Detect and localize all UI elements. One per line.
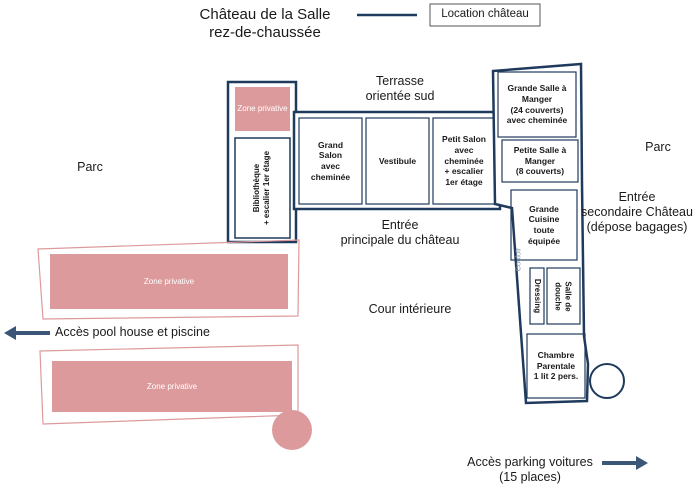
- petit-salon-line5: 1er étage: [445, 176, 483, 187]
- grand-salon-line3: avec: [321, 161, 340, 171]
- parking-arrow-head: [636, 456, 648, 470]
- douche-line1: Salle de: [564, 281, 573, 312]
- bibliotheque-outline: [234, 137, 291, 239]
- grand-salon-label: Grand Salon avec cheminée: [299, 118, 362, 204]
- cuisine-line3: toute: [533, 225, 555, 235]
- petit-salon-label: Petit Salon avec cheminée + escalier 1er…: [433, 118, 495, 204]
- chambre-label: Chambre Parentale 1 lit 2 pers.: [527, 334, 585, 398]
- private-zone-2-fill: [52, 361, 292, 412]
- entree-principale-line2: principale du château: [340, 233, 460, 247]
- petite-salle-line1: Petite Salle à: [513, 145, 567, 156]
- parking-line1: Accès parking voitures: [467, 455, 593, 469]
- terrasse-line2: orientée sud: [365, 89, 435, 103]
- central-body-wall: [292, 110, 502, 211]
- entree-secondaire-line1: Entrée: [618, 190, 656, 204]
- zone-privative-2-label: Zone privative: [146, 381, 198, 391]
- petit-salon-line1: Petit Salon: [442, 134, 486, 145]
- grande-salle-outline: [497, 71, 577, 138]
- vestibule-outline: [365, 117, 430, 205]
- pool-access-label: Accès pool house et piscine: [55, 325, 210, 339]
- terrasse-label: Terrasse orientée sud: [340, 74, 460, 104]
- petit-salon-line4: + escalier: [444, 166, 484, 177]
- grand-salon-line1: Grand: [317, 139, 344, 150]
- chambre-line1: Chambre: [537, 350, 575, 361]
- petit-salon-line2: avec: [454, 145, 474, 156]
- title-line1: Château de la Salle: [199, 6, 331, 23]
- douche-label: Salle de douche: [547, 269, 580, 325]
- vestibule-label: Vestibule: [378, 155, 417, 166]
- chambre-outline: [526, 333, 586, 399]
- rental-box: [429, 3, 541, 27]
- petite-salle-outline: [501, 139, 579, 183]
- zone-privative-1-label: Zone privative: [143, 276, 195, 286]
- grande-salle-line3: (24 couverts): [510, 104, 564, 115]
- title-line2: rez-de-chaussée: [209, 24, 321, 41]
- bibliotheque-label: Bibliothèque + escalier 1er étage: [247, 138, 277, 238]
- petite-salle-label: Petite Salle à Manger (8 couverts): [502, 140, 578, 182]
- tower-circle: [589, 363, 625, 399]
- cuisine-line4: équipée: [527, 235, 561, 246]
- parking-line2: (15 places): [499, 470, 561, 484]
- bibliotheque-line2: + escalier 1er étage: [262, 150, 271, 226]
- entree-principale-line1: Entrée: [381, 218, 419, 232]
- private-zone-1-fill: [50, 254, 288, 309]
- entree-secondaire-line3: (dépose bagages): [586, 220, 688, 234]
- entree-secondaire-line2: secondaire Château: [581, 205, 693, 219]
- private-circle: [272, 410, 312, 450]
- zone-privative-small-label: Zone privative: [237, 104, 288, 113]
- grande-salle-line4: avec cheminée: [506, 115, 568, 126]
- grand-salon-line2: Salon: [318, 150, 343, 161]
- cour-label: Cour intérieure: [368, 302, 452, 316]
- cuisine-label: Grande Cuisine toute équipée: [511, 190, 577, 260]
- rental-label: Location château: [441, 8, 529, 20]
- grande-salle-label: Grande Salle à Manger (24 couverts) avec…: [498, 72, 576, 137]
- grand-salon-line4: cheminée: [310, 171, 351, 182]
- entree-principale-label: Entrée principale du château: [320, 218, 480, 248]
- private-zone-1-outline: [37, 239, 300, 320]
- couloir-label: Couloir: [513, 247, 523, 272]
- chambre-line2: Parentale: [536, 360, 576, 371]
- dressing-label: Dressing: [533, 278, 542, 314]
- douche-line2: douche: [554, 282, 563, 311]
- parking-access-label: Accès parking voitures (15 places): [455, 455, 605, 485]
- petite-salle-line3: (8 couverts): [515, 166, 565, 177]
- dressing-outline: [529, 267, 545, 325]
- chambre-line3: 1 lit 2 pers.: [533, 371, 579, 382]
- douche-outline: [546, 267, 581, 325]
- cuisine-outline: [510, 189, 578, 261]
- right-wing-wall: [491, 62, 590, 405]
- parc-left-label: Parc: [77, 160, 103, 174]
- zone-privative-small-fill: [235, 87, 290, 131]
- grand-salon-outline: [298, 117, 363, 205]
- title: Château de la Salle rez-de-chaussée: [180, 6, 350, 42]
- terrasse-line1: Terrasse: [376, 74, 424, 88]
- pool-arrow-head: [4, 326, 16, 340]
- cuisine-line2: Cuisine: [528, 214, 560, 225]
- petite-salle-line2: Manger: [524, 155, 556, 166]
- cuisine-line1: Grande: [529, 203, 559, 214]
- petit-salon-line3: cheminée: [444, 155, 484, 166]
- grande-salle-line2: Manger: [521, 93, 553, 104]
- entree-secondaire-label: Entrée secondaire Château (dépose bagage…: [578, 190, 696, 235]
- bibliotheque-line1: Bibliothèque: [252, 163, 261, 213]
- grande-salle-line1: Grande Salle à: [507, 83, 567, 94]
- parc-right-label: Parc: [645, 140, 671, 154]
